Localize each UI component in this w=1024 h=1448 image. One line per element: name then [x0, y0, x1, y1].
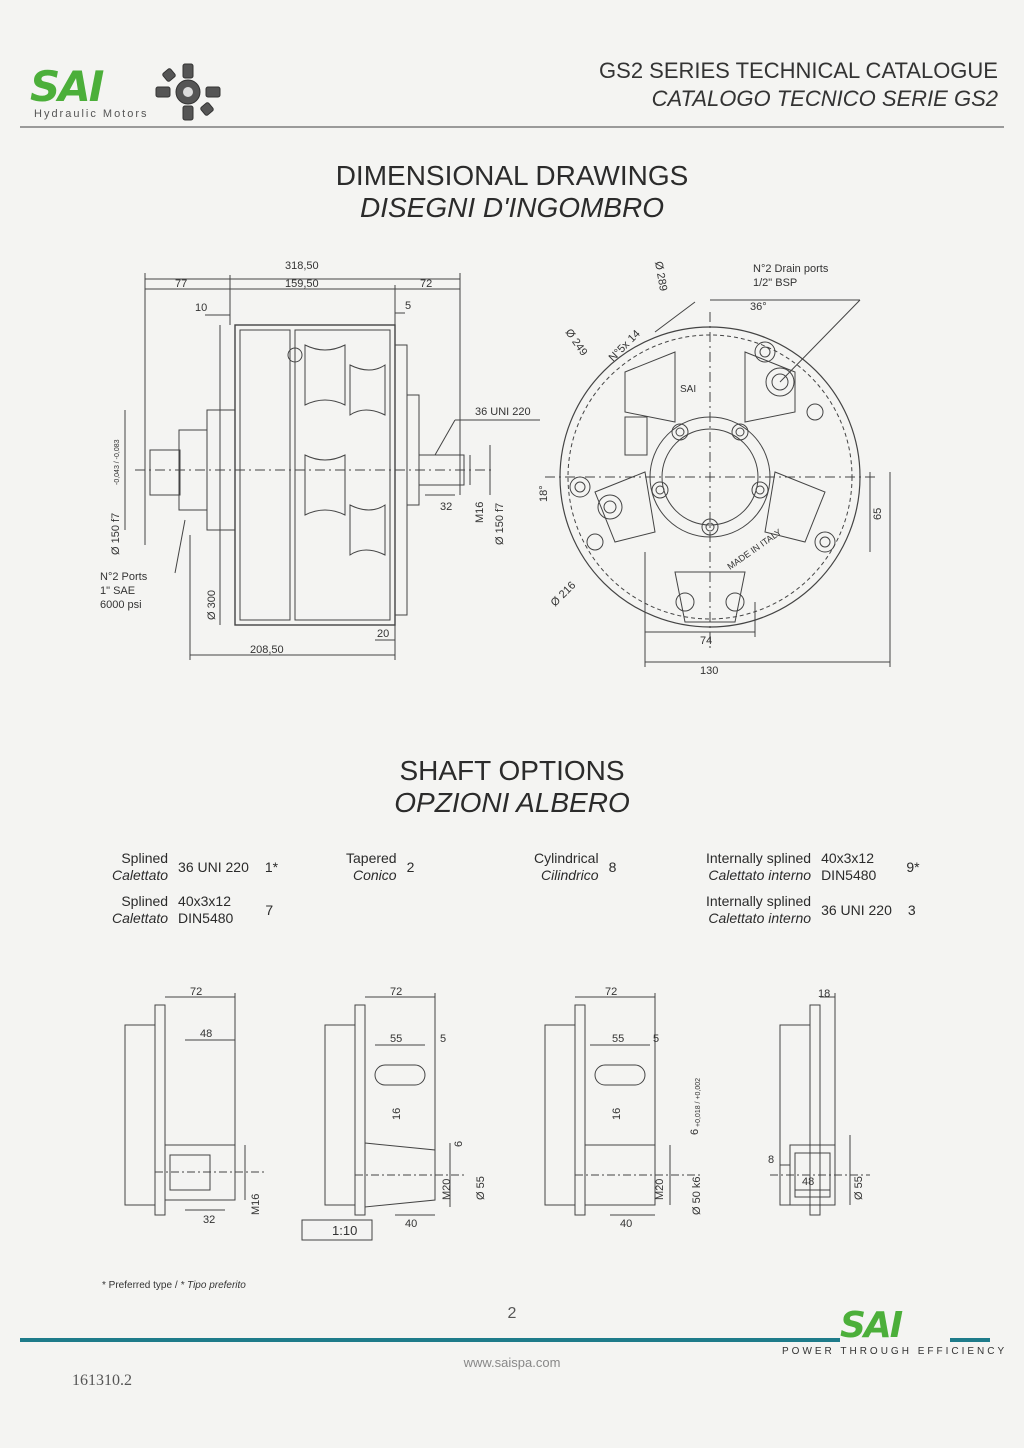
tagline: POWER THROUGH EFFICIENCY: [782, 1346, 1008, 1357]
catalogue-title-italian: CATALOGO TECNICO SERIE GS2: [651, 86, 998, 111]
shaft-drawing-internal: 18 8 48 Ø 55: [760, 985, 880, 1225]
dim-318: 318,50: [285, 260, 319, 272]
dim-32: 32: [440, 501, 452, 513]
dim-48: 48: [200, 1028, 212, 1040]
shaft-options-title-italian: OPZIONI ALBERO: [394, 787, 630, 818]
motor-logo-icon: [152, 62, 224, 127]
dia-289: Ø 289: [652, 260, 669, 292]
document-number: 161310.2: [72, 1372, 132, 1389]
preferred-note: * Preferred type / * Tipo preferito: [102, 1280, 246, 1291]
shaft-spec-label: 36 UNI 220: [475, 406, 531, 418]
front-view-drawing: SAI MADE IN ITALY Ø 289 Ø 249 N°5x 14 N°…: [525, 252, 895, 682]
dim-32: 32: [203, 1214, 215, 1226]
dim-72: 72: [605, 986, 617, 998]
dim-72: 72: [190, 986, 202, 998]
header-divider: [20, 126, 1004, 128]
m20-label: M20: [654, 1179, 666, 1200]
page-number: 2: [507, 1305, 517, 1322]
dim-6: 6: [453, 1141, 465, 1147]
catalogue-title: GS2 SERIES TECHNICAL CATALOGUE: [599, 58, 998, 83]
dim-72: 72: [390, 986, 402, 998]
dia-216: Ø 216: [549, 579, 579, 609]
dim-5: 5: [653, 1033, 659, 1045]
dia-55: Ø 55: [475, 1176, 487, 1200]
dim-5: 5: [440, 1033, 446, 1045]
sai-logo: SAI: [30, 62, 104, 111]
dia-50-k6: Ø 50 k6: [691, 1176, 703, 1215]
ports-label-2: 1" SAE: [100, 585, 135, 597]
ports-label-1: N°2 Ports: [100, 571, 148, 583]
dim-40: 40: [405, 1218, 417, 1230]
dim-16: 16: [611, 1108, 623, 1120]
shaft-drawing-splined: 72 48 32 M16: [115, 985, 275, 1235]
dim-55: 55: [612, 1033, 624, 1045]
footer-divider: [20, 1338, 840, 1342]
m16-label: M16: [250, 1194, 262, 1215]
dim-40: 40: [620, 1218, 632, 1230]
dia-150-shaft: Ø 150 f7: [494, 503, 506, 545]
drain-label-1: N°2 Drain ports: [753, 263, 829, 275]
shaft-options-title: SHAFT OPTIONS: [399, 755, 625, 786]
dim-8: 8: [768, 1154, 774, 1166]
angle-18: 18°: [538, 485, 550, 502]
dim-5: 5: [405, 300, 411, 312]
dim-16: 16: [391, 1108, 403, 1120]
footer-divider-right: [950, 1338, 990, 1342]
dim-10: 10: [195, 302, 207, 314]
dia-55: Ø 55: [853, 1176, 865, 1200]
dim-18: 18: [818, 988, 830, 1000]
dim-159: 159,50: [285, 278, 319, 290]
website-url: www.saispa.com: [463, 1355, 561, 1370]
dia-249: Ø 249: [563, 327, 590, 358]
dia-150-tolerance: -0,043 / -0,083: [114, 439, 121, 485]
angle-36: 36°: [750, 301, 767, 313]
dim-72: 72: [420, 278, 432, 290]
brand-casting: SAI: [680, 384, 696, 395]
dim-20: 20: [377, 628, 389, 640]
dim-48: 48: [802, 1176, 814, 1188]
dimensional-title-italian: DISEGNI D'INGOMBRO: [359, 192, 665, 223]
dia-50-tolerance: +0,018 / +0,002: [695, 1078, 702, 1127]
dim-65: 65: [872, 508, 884, 520]
footer-sai-logo: SAI: [840, 1305, 903, 1346]
m20-label: M20: [441, 1179, 453, 1200]
shaft-drawing-cylindrical: 72 55 5 16 6 M20 Ø 50 k6 +0,018 / +0,002…: [520, 985, 720, 1235]
dim-208: 208,50: [250, 644, 284, 656]
dia-300: Ø 300: [206, 590, 218, 620]
m16-label: M16: [474, 502, 486, 523]
dia-150-pilot: Ø 150 f7: [110, 513, 122, 555]
dim-6: 6: [689, 1129, 701, 1135]
made-in-italy: MADE IN ITALY: [725, 527, 783, 572]
dimensional-title: DIMENSIONAL DRAWINGS: [335, 160, 689, 191]
dim-130: 130: [700, 665, 718, 677]
ports-label-3: 6000 psi: [100, 599, 142, 611]
drain-label-2: 1/2" BSP: [753, 277, 797, 289]
taper-ratio: 1:10: [332, 1223, 357, 1238]
shaft-drawing-tapered: 72 55 5 16 6 M20 Ø 55 40 1:10: [300, 985, 490, 1245]
dim-55: 55: [390, 1033, 402, 1045]
logo-subtitle: Hydraulic Motors: [34, 108, 149, 120]
dim-74: 74: [700, 635, 712, 647]
dim-77: 77: [175, 278, 187, 290]
side-view-drawing: 318,50 159,50 77 72 10 5 36 UNI 220 32 M…: [95, 255, 555, 665]
